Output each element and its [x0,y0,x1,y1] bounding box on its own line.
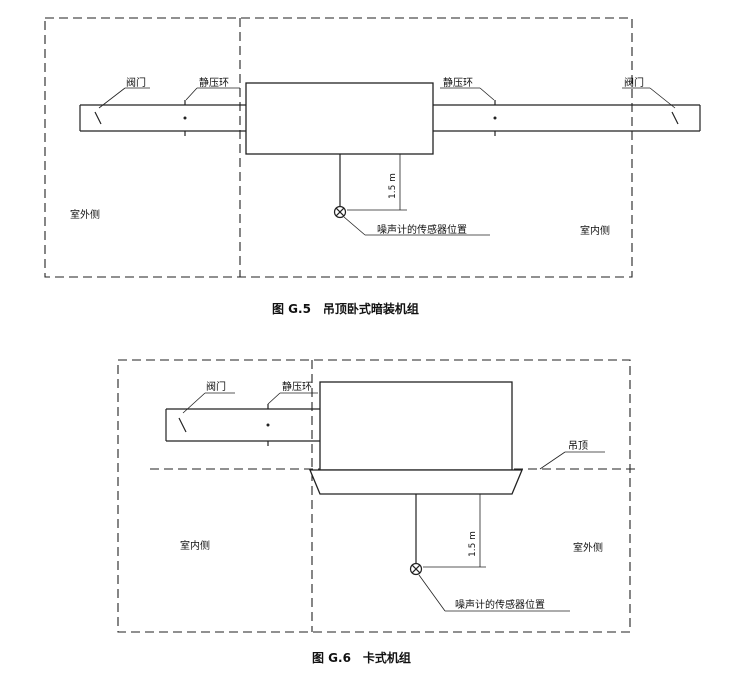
g5-left-duct [79,104,246,132]
g5-indoor-label: 室内侧 [580,224,610,237]
g6-sensor-icon [409,562,423,576]
g6-duct [165,408,320,442]
g5-valve-right-label: 阀门 [624,76,644,89]
g5-height-dim: 1.5 m [388,173,398,199]
g5-caption: 图 G.5 吊顶卧式暗装机组 [272,301,419,316]
g6-valve [178,417,187,433]
g6-unit-box [319,381,513,471]
g6-ring-label: 静压环 [282,380,312,393]
g5-sensor-icon [333,205,347,219]
g5-valve-left [94,111,102,125]
g6-ceiling-label: 吊顶 [568,440,588,452]
g5-ring-left [183,100,187,136]
g6-sensor-label: 噪声计的传感器位置 [455,598,545,611]
g5-ring-left-label: 静压环 [199,76,229,89]
g5-outdoor-label: 室外侧 [70,208,100,221]
g6-outdoor-label: 室外侧 [573,541,603,554]
g5-valve-right [671,111,679,125]
g6-grille [309,469,523,495]
g6-height-dim: 1.5 m [468,531,478,557]
g6-valve-label: 阀门 [206,380,226,393]
g5-right-duct [433,104,701,132]
figure-g6: 阀门 静压环 吊顶 1.5 m 噪声计的传感器位置 室内侧 室外侧 图 G.6 … [117,359,640,665]
figure-g5: 阀门 静压环 静压环 阀门 1.5 m 噪声计的传感器位置 室外侧 室内侧 图 … [44,17,701,316]
g5-room-boundary [44,17,633,278]
g6-indoor-label: 室内侧 [180,539,210,552]
g6-ring [266,404,270,446]
g6-caption: 图 G.6 卡式机组 [312,650,411,665]
g5-unit-box [245,82,434,155]
g5-ring-right-label: 静压环 [443,76,473,89]
g5-valve-left-label: 阀门 [126,76,146,89]
g5-ring-right [493,100,497,136]
g5-sensor-label: 噪声计的传感器位置 [377,223,467,236]
g6-room-boundary [117,359,631,633]
